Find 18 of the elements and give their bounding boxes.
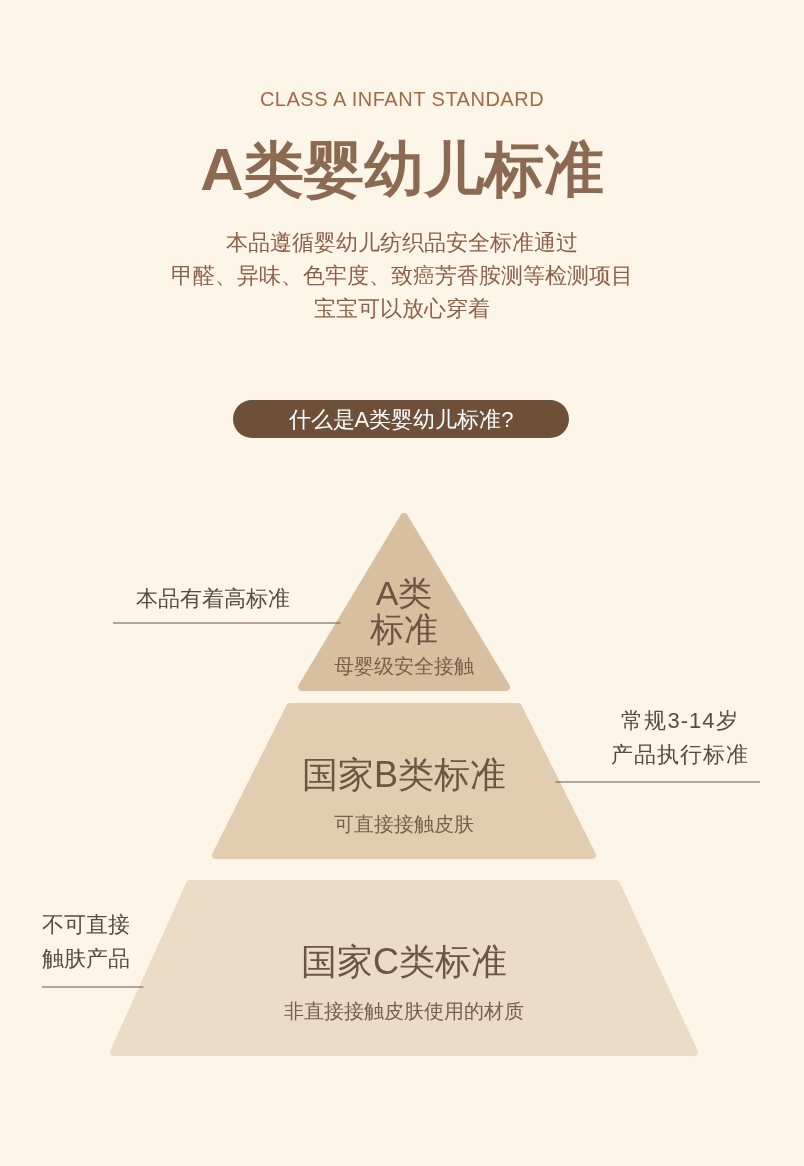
- title: A类婴幼儿标准: [200, 135, 604, 205]
- tier-description: 母婴级安全接触: [334, 654, 474, 679]
- leader-line: [555, 781, 761, 783]
- note-text: 不可直接触肤产品: [42, 911, 131, 973]
- tier-title: A类标准: [369, 575, 439, 647]
- tier-description: 可直接接触皮肤: [334, 812, 474, 837]
- tier-title: 国家C类标准: [301, 940, 507, 984]
- leader-line: [41, 986, 144, 988]
- note-text: 本品有着高标准: [136, 585, 290, 613]
- description-text: 宝宝可以放心穿着: [314, 295, 490, 323]
- description-text: 甲醛、异味、色牢度、致癌芳香胺测等检测项目: [171, 262, 633, 290]
- question-pill: 什么是A类婴幼儿标准?: [233, 400, 569, 438]
- note-text: 常规3-14岁产品执行标准: [610, 707, 750, 769]
- tier-description: 非直接接触皮肤使用的材质: [284, 999, 524, 1024]
- description-text: 本品遵循婴幼儿纺织品安全标准通过: [226, 229, 578, 257]
- tier-title: 国家B类标准: [302, 753, 506, 797]
- leader-line: [112, 622, 341, 624]
- subtitle: CLASS A INFANT STANDARD: [259, 87, 545, 112]
